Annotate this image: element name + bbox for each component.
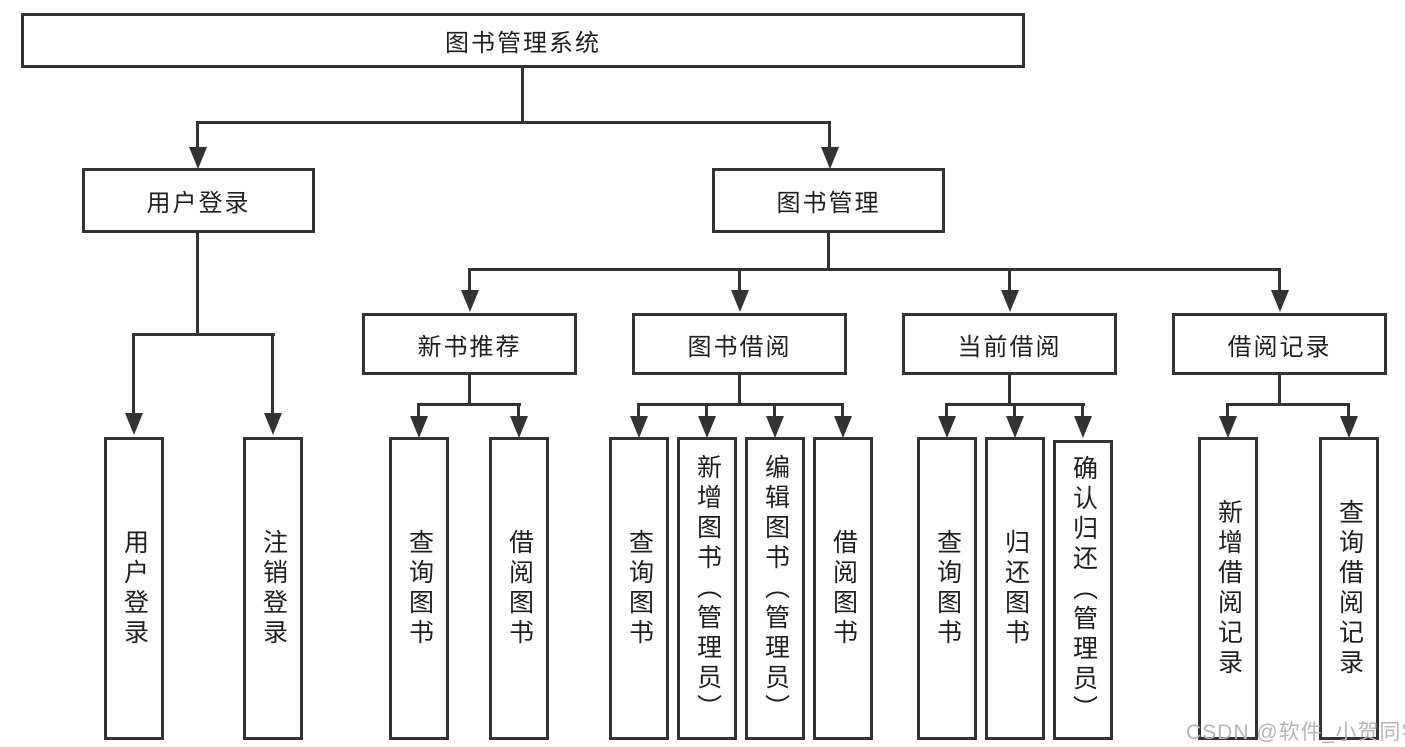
connector-records-split [1226,403,1350,406]
leaf-query-books-1-label: 查询图书 [405,528,434,649]
leaf-edit-book-admin-label: 编辑图书（管理员） [761,453,790,724]
node-book-borrowing: 图书借阅 [632,313,847,375]
leaf-edit-book-admin: 编辑图书（管理员） [745,437,805,740]
leaf-logout: 注销登录 [243,437,303,740]
node-root: 图书管理系统 [21,13,1025,68]
leaf-borrow-books-1: 借阅图书 [489,437,549,740]
leaf-add-borrow-record: 新增借阅记录 [1198,437,1258,740]
node-book-management: 图书管理 [712,168,945,233]
leaf-add-borrow-record-label: 新增借阅记录 [1214,498,1243,679]
node-new-book-recommendation-label: 新书推荐 [417,333,522,361]
arrow-to-leaf-borrow-books-2 [833,404,852,438]
watermark: CSDN @软件_小贺同学 [1186,721,1405,744]
connector-root-stub [521,66,524,123]
leaf-return-books-label: 归还图书 [1001,528,1030,649]
leaf-query-borrow-record-label: 查询借阅记录 [1335,498,1364,679]
arrow-to-book-borrowing [730,269,749,312]
node-borrowing-records: 借阅记录 [1172,313,1387,375]
arrow-to-leaf-query-books-2 [629,404,648,438]
leaf-user-login-label: 用户登录 [120,528,149,649]
connector-management-split [468,268,1281,271]
arrow-to-leaf-query-books-1 [409,404,428,438]
node-borrowing-records-label: 借阅记录 [1227,333,1332,361]
node-book-borrowing-label: 图书借阅 [687,333,792,361]
leaf-borrow-books-2-label: 借阅图书 [829,528,858,649]
node-current-borrowing-label: 当前借阅 [957,333,1062,361]
arrow-to-leaf-add-borrow-record [1218,404,1237,438]
connector-borrowing-stub [738,373,741,405]
leaf-query-books-1: 查询图书 [389,437,449,740]
arrow-to-current-borrowing [1000,269,1019,312]
connector-management-stub [827,231,830,270]
leaf-query-books-3: 查询图书 [917,437,977,740]
node-root-label: 图书管理系统 [445,30,601,57]
node-user-login: 用户登录 [82,168,315,233]
leaf-confirm-return-admin-label: 确认归还（管理员） [1069,455,1098,725]
arrow-to-leaf-query-books-3 [937,404,956,438]
leaf-confirm-return-admin: 确认归还（管理员） [1053,440,1113,740]
arrow-to-leaf-query-borrow-record [1339,404,1358,438]
connector-recommendation-split [417,403,521,406]
arrow-to-leaf-user-login [124,334,143,435]
leaf-logout-label: 注销登录 [259,528,288,649]
leaf-borrow-books-2: 借阅图书 [813,437,873,740]
node-user-login-label: 用户登录 [146,190,251,217]
leaf-borrow-books-1-label: 借阅图书 [505,528,534,649]
arrow-to-leaf-borrow-books-1 [509,404,528,438]
connector-login-stub [196,231,199,335]
connector-login-split [132,333,275,336]
leaf-query-borrow-record: 查询借阅记录 [1319,437,1379,740]
arrow-to-leaf-logout [263,334,282,435]
leaf-add-book-admin-label: 新增图书（管理员） [693,453,722,724]
arrow-to-user-login [188,122,207,169]
leaf-add-book-admin: 新增图书（管理员） [677,437,737,740]
node-new-book-recommendation: 新书推荐 [362,313,577,375]
arrow-to-borrowing-records [1270,269,1289,312]
leaf-user-login: 用户登录 [104,437,164,740]
leaf-query-books-2: 查询图书 [609,437,669,740]
connector-current-stub [1008,373,1011,405]
arrow-to-leaf-add-book [697,404,716,438]
connector-borrowing-split [637,403,844,406]
node-current-borrowing: 当前借阅 [902,313,1117,375]
arrow-to-leaf-confirm-return [1073,404,1092,438]
leaf-query-books-3-label: 查询图书 [933,528,962,649]
connector-recommendation-stub [468,373,471,405]
leaf-return-books: 归还图书 [985,437,1045,740]
arrow-to-book-management [820,122,839,169]
arrow-to-new-book-recommendation [460,269,479,312]
node-book-management-label: 图书管理 [776,190,881,217]
connector-root-split [196,121,831,124]
arrow-to-leaf-return-books [1005,404,1024,438]
leaf-query-books-2-label: 查询图书 [625,528,654,649]
connector-records-stub [1278,373,1281,405]
arrow-to-leaf-edit-book [765,404,784,438]
